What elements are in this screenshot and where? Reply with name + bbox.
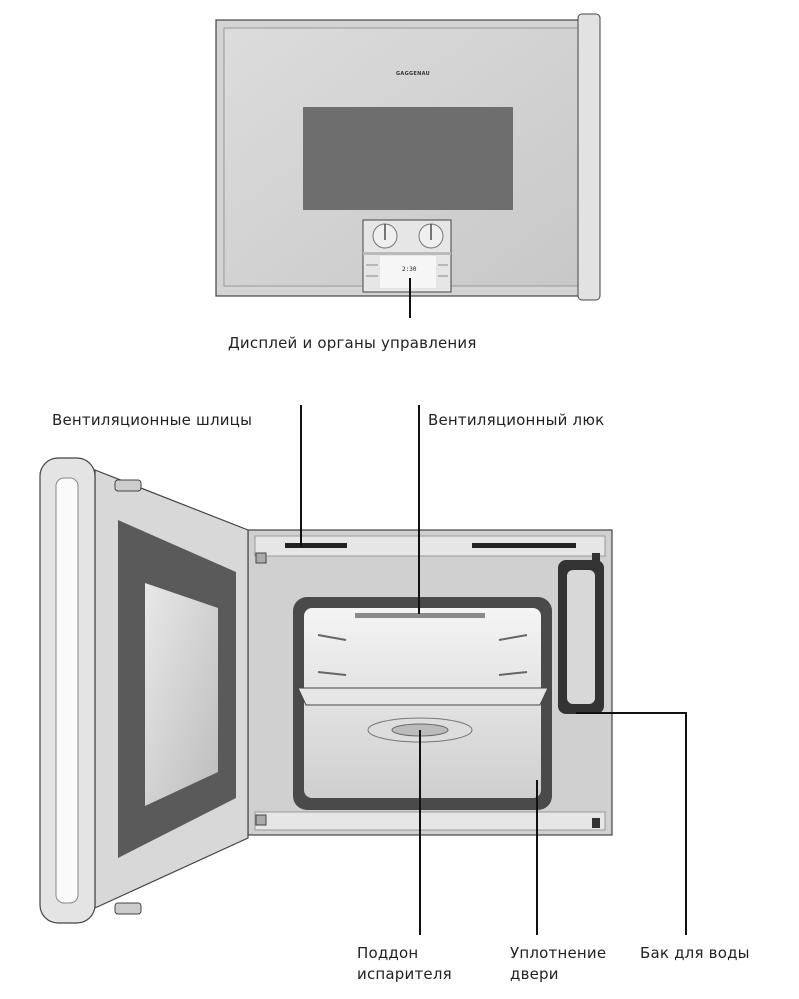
display-readout: 2:30 — [402, 266, 417, 273]
label-display-controls: Дисплей и органы управления — [228, 334, 477, 352]
label-water-tank: Бак для воды — [640, 944, 750, 962]
vent-slot-right — [472, 543, 576, 548]
vent-slot-left — [285, 543, 347, 548]
door-window — [303, 107, 513, 210]
label-evaporator-tray-2: испарителя — [357, 965, 452, 983]
open-door — [39, 457, 249, 924]
control-panel — [362, 219, 452, 293]
open-oven — [247, 529, 613, 836]
door-glass — [145, 583, 218, 806]
label-vent-hatch: Вентиляционный люк — [428, 411, 605, 429]
label-vent-slots: Вентиляционные шлицы — [52, 411, 253, 429]
leader-water-tank — [576, 712, 687, 935]
label-door-seal-1: Уплотнение — [510, 944, 607, 962]
brand-logo: GAGGENAU — [396, 71, 430, 77]
door-handle — [577, 13, 601, 301]
label-door-seal-2: двери — [510, 965, 559, 983]
rack — [297, 687, 549, 706]
vent-hatch — [355, 613, 485, 618]
closed-oven-front — [215, 13, 601, 318]
label-evaporator-tray-1: Поддон — [357, 944, 419, 962]
